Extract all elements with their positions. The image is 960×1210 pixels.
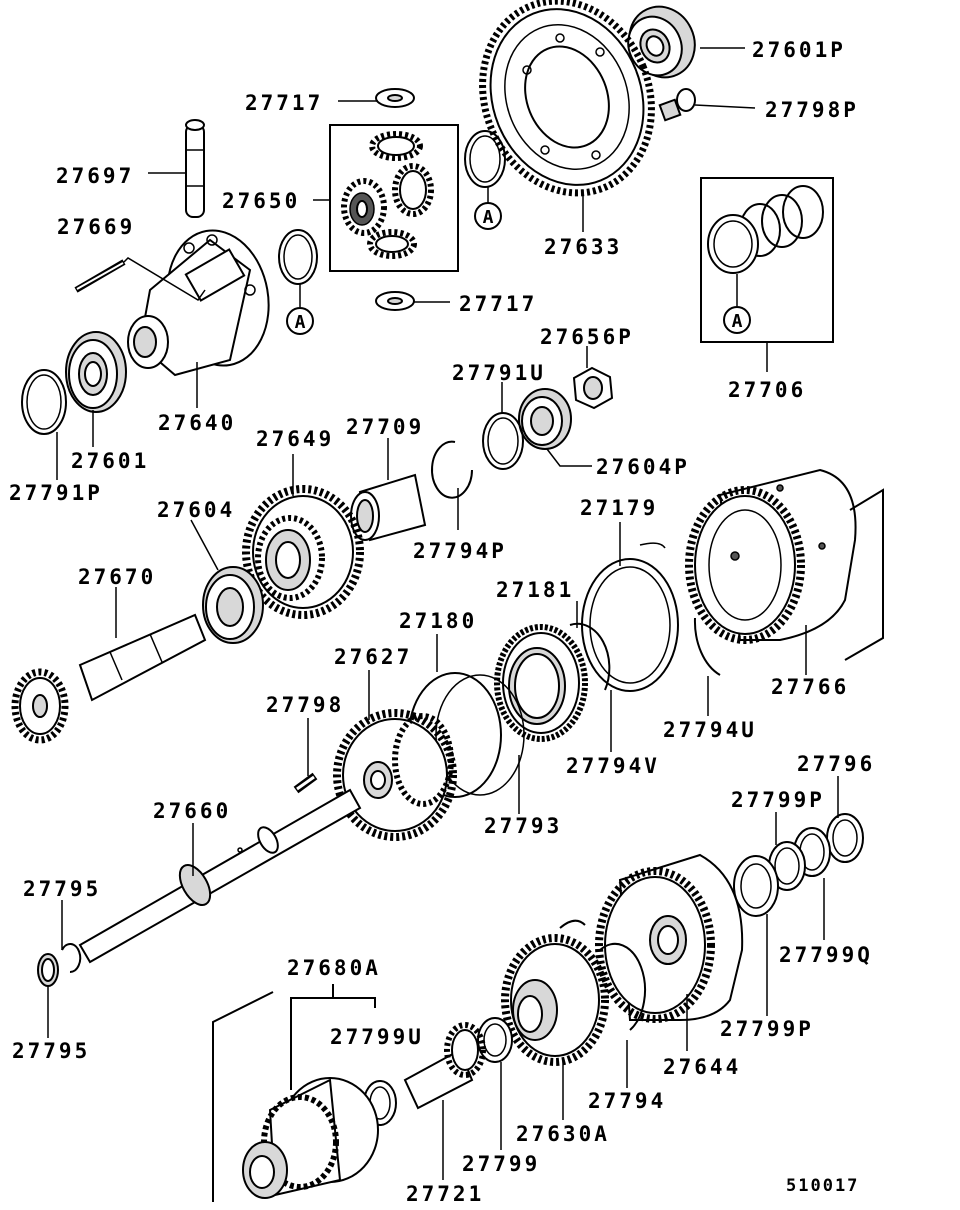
label-27709: 27709 <box>346 415 424 439</box>
part-27680A-planetary-assembly <box>242 1077 379 1199</box>
part-27791U-shim <box>482 412 524 470</box>
part-27766-clutch-drum <box>685 468 884 661</box>
part-27706-shim-set <box>700 177 834 372</box>
label-27799P-upper: 27799P <box>731 788 825 812</box>
label-27796: 27796 <box>797 752 875 776</box>
label-27656P: 27656P <box>540 325 634 349</box>
part-27604P-bearing <box>518 388 572 450</box>
part-27794U-snap-ring <box>693 617 721 676</box>
label-27717-top: 27717 <box>245 91 323 115</box>
label-27799Q: 27799Q <box>779 943 873 967</box>
label-27604: 27604 <box>157 498 235 522</box>
svg-text:A: A <box>295 312 306 333</box>
label-27798: 27798 <box>266 693 344 717</box>
ref-marker-a-center: A <box>474 202 502 230</box>
part-27697-pinion-shaft <box>185 119 205 218</box>
label-27706: 27706 <box>728 378 806 402</box>
part-27795-snap-ring-a <box>61 943 82 974</box>
label-27799: 27799 <box>462 1152 540 1176</box>
label-27793: 27793 <box>484 814 562 838</box>
label-27670: 27670 <box>78 565 156 589</box>
part-27644-clutch-drum <box>595 853 744 1023</box>
label-27799U: 27799U <box>330 1025 424 1049</box>
label-27640: 27640 <box>158 411 236 435</box>
part-27650-diff-gear-set <box>329 124 459 272</box>
label-27627: 27627 <box>334 645 412 669</box>
part-27798-bolt <box>293 772 318 794</box>
ref-marker-a-left: A <box>286 307 314 335</box>
figure-id: 510017 <box>786 1176 859 1196</box>
label-27697: 27697 <box>56 164 134 188</box>
part-27604-bearing <box>202 566 264 644</box>
part-27601-bearing <box>65 331 127 413</box>
label-27721: 27721 <box>406 1182 484 1206</box>
label-27795-upper: 27795 <box>23 877 101 901</box>
label-27650: 27650 <box>222 189 300 213</box>
leader-lines <box>47 47 839 1180</box>
label-27795-lower: 27795 <box>12 1039 90 1063</box>
bracket-27680A-group <box>212 984 376 1202</box>
part-27799P-thrust-washer-b <box>733 855 779 917</box>
label-27794P: 27794P <box>413 539 507 563</box>
label-27644: 27644 <box>663 1055 741 1079</box>
part-27794-snap-ring <box>559 919 646 1031</box>
part-27721-sun-gear <box>403 1022 486 1110</box>
part-27709-collar <box>350 473 427 542</box>
label-27601: 27601 <box>71 449 149 473</box>
label-27649: 27649 <box>256 427 334 451</box>
part-27669-lock-pin <box>74 259 126 293</box>
part-27656P-lock-nut <box>572 366 614 410</box>
label-27181: 27181 <box>496 578 574 602</box>
part-27670-output-shaft <box>11 613 207 744</box>
part-27796-thrust-washer <box>826 813 864 863</box>
label-27794V: 27794V <box>566 754 660 778</box>
part-27181-piston <box>494 624 588 742</box>
label-27604P: 27604P <box>596 455 690 479</box>
label-27799P-lower: 27799P <box>720 1017 814 1041</box>
part-shim-a-center <box>464 130 506 203</box>
label-27680A: 27680A <box>287 956 381 980</box>
svg-text:A: A <box>732 311 743 332</box>
label-27180: 27180 <box>399 609 477 633</box>
part-27630A-planetary-carrier <box>501 934 609 1066</box>
label-27669: 27669 <box>57 215 135 239</box>
label-27717-bottom: 27717 <box>459 292 537 316</box>
label-27179: 27179 <box>580 496 658 520</box>
part-27794V-snap-ring <box>569 622 611 691</box>
label-27660: 27660 <box>153 799 231 823</box>
label-27633: 27633 <box>544 235 622 259</box>
part-27717-washer-top <box>375 88 415 108</box>
label-27791U: 27791U <box>452 361 546 385</box>
part-27791P-shim <box>21 369 67 435</box>
part-27799-thrust-washer <box>477 1017 513 1063</box>
part-27660-input-shaft <box>78 788 362 964</box>
part-27795-snap-ring-b <box>37 953 59 987</box>
label-27791P: 27791P <box>9 481 103 505</box>
part-27794P-snap-ring <box>431 440 473 499</box>
ref-marker-a-box: A <box>723 306 751 334</box>
part-27627-low-clutch-hub <box>333 709 457 841</box>
part-27649-transfer-drive-gear <box>242 485 364 619</box>
label-27766: 27766 <box>771 675 849 699</box>
part-shim-a-left <box>278 229 318 307</box>
label-27798P: 27798P <box>765 98 859 122</box>
part-27633-final-ring-gear <box>479 0 655 197</box>
label-27794U: 27794U <box>663 718 757 742</box>
svg-text:A: A <box>483 207 494 228</box>
part-27640-diff-case <box>127 229 270 377</box>
part-27179-reaction-plate <box>581 542 679 692</box>
part-27798P-bolt <box>658 88 696 122</box>
label-27601P: 27601P <box>752 38 846 62</box>
label-27794: 27794 <box>588 1089 666 1113</box>
label-27630A: 27630A <box>516 1122 610 1146</box>
part-27717-washer-bottom <box>375 291 415 311</box>
